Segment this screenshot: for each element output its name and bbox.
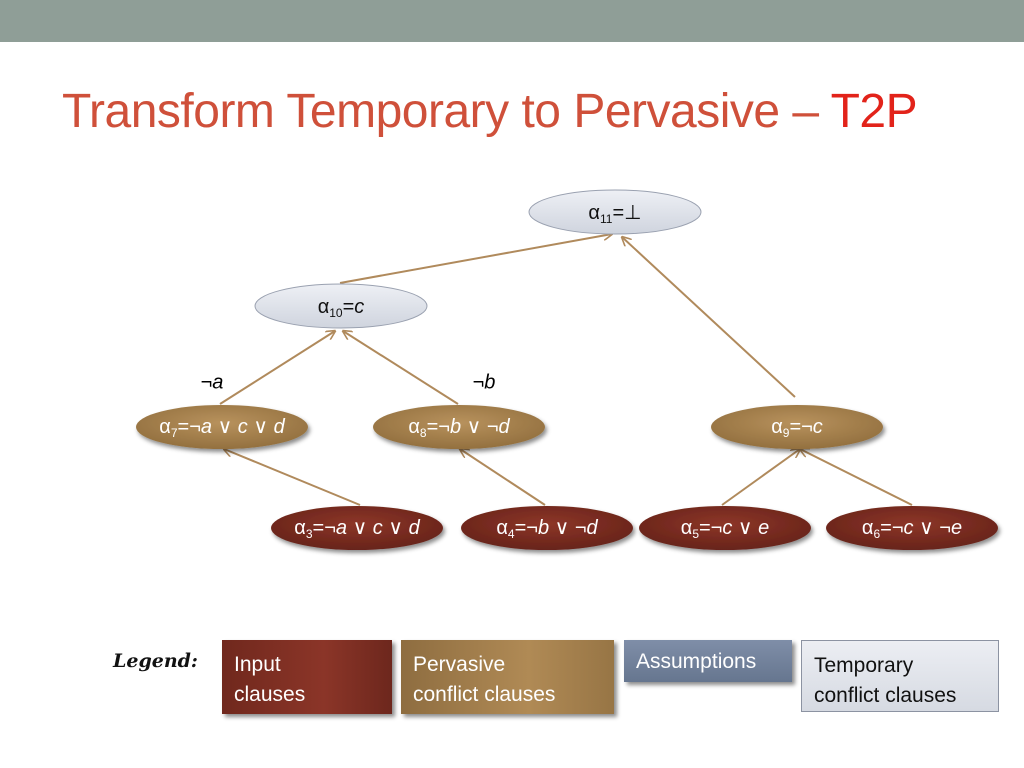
node-a5-ellipse — [639, 506, 811, 550]
node-a9-ellipse — [711, 405, 883, 449]
node-a8-ellipse — [373, 405, 545, 449]
legend-assumptions: Assumptions — [624, 640, 792, 682]
legend-pervasive-line2: conflict clauses — [413, 683, 556, 706]
node-a3-label: α3=¬a ∨ c ∨ d — [294, 517, 420, 541]
legend-temporary-conflict-clauses: Temporary conflict clauses — [801, 640, 999, 712]
legend-temporary-line2: conflict clauses — [814, 684, 957, 707]
node-a9-label: α9=¬c — [771, 416, 823, 440]
edge-a4-a8 — [460, 449, 546, 506]
edge-a5-a9 — [721, 449, 800, 506]
legend-temporary-line1: Temporary — [814, 654, 914, 677]
node-a11-label: α11=⊥ — [588, 202, 642, 226]
title-main: Transform Temporary to Pervasive – — [62, 85, 831, 138]
node-a4-ellipse — [461, 506, 633, 550]
node-a7-ellipse — [136, 405, 308, 449]
edge-label-neg-a: ¬a — [200, 371, 224, 394]
legend-input-clauses: Input clauses — [222, 640, 392, 714]
legend-input-line1: Input — [234, 653, 281, 676]
edge-a7-a10 — [219, 331, 335, 405]
node-a8-label: α8=¬b ∨ ¬d — [408, 416, 510, 440]
node-a6-label: α6=¬c ∨ ¬e — [861, 517, 963, 541]
title-highlight: T2P — [830, 85, 918, 138]
edge-a6-a9 — [800, 449, 913, 506]
edge-a10-a11 — [339, 234, 612, 284]
edge-a9-a11 — [622, 237, 796, 398]
legend-input-line2: clauses — [234, 683, 306, 706]
node-a6-ellipse — [826, 506, 998, 550]
node-a10-ellipse — [254, 283, 428, 329]
slide-title: Transform Temporary to Pervasive – T2P — [62, 84, 918, 139]
node-a4-label: α4=¬b ∨ ¬d — [496, 517, 598, 541]
node-a11-ellipse — [528, 189, 702, 235]
legend-assumptions-label: Assumptions — [636, 650, 757, 673]
legend-pervasive-conflict-clauses: Pervasive conflict clauses — [401, 640, 614, 714]
top-bar — [0, 0, 1024, 42]
legend-title: Legend: — [113, 650, 198, 672]
edge-a8-a10 — [343, 331, 459, 405]
node-a3-ellipse — [271, 506, 443, 550]
node-a5-label: α5=¬c ∨ e — [680, 517, 770, 541]
node-a10-label: α10=c — [317, 296, 365, 320]
edge-label-neg-b: ¬b — [472, 371, 496, 394]
node-a7-label: α7=¬a ∨ c ∨ d — [159, 416, 285, 440]
legend-pervasive-line1: Pervasive — [413, 653, 506, 676]
edge-a3-a7 — [224, 449, 361, 506]
